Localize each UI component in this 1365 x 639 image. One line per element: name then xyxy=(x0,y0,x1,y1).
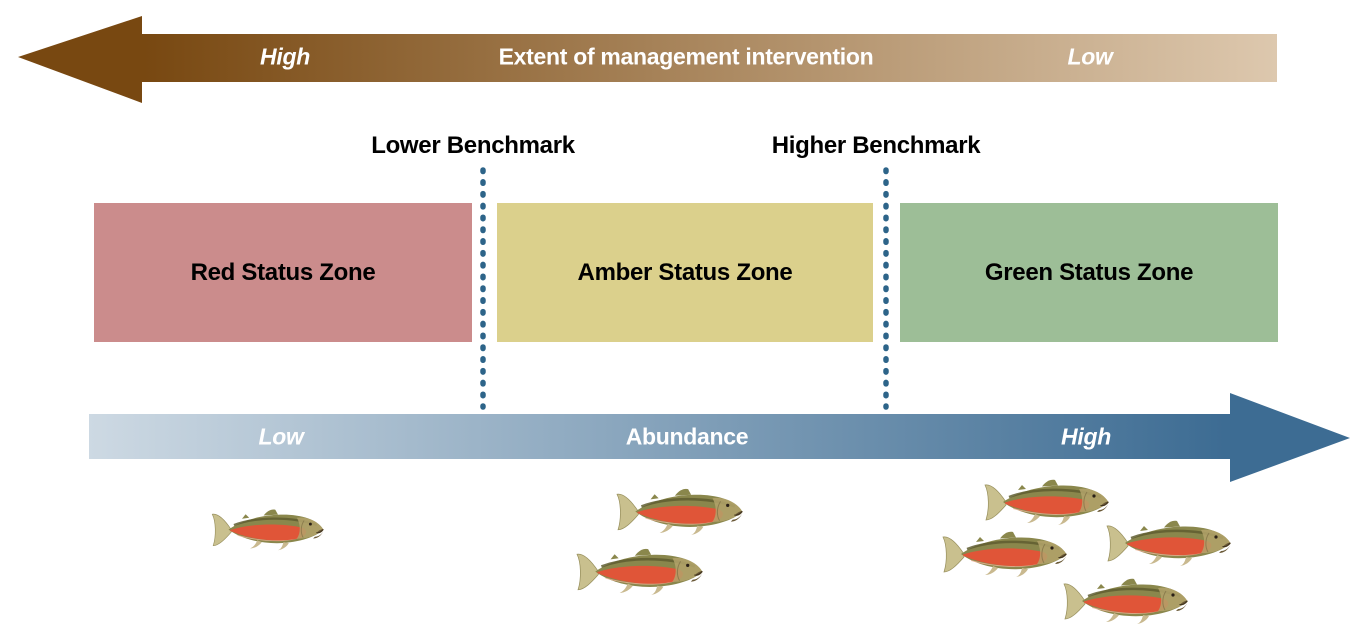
left-arrow-shape xyxy=(18,16,1277,103)
amber-status-zone-label: Amber Status Zone xyxy=(577,258,793,286)
salmon-fish-icon xyxy=(1062,576,1192,626)
higher-benchmark-label: Higher Benchmark xyxy=(771,132,981,159)
higher-benchmark-dotted-line xyxy=(883,167,889,410)
bottom-arrow-title: Abundance xyxy=(625,423,749,450)
bottom-arrow-low-label: Low xyxy=(258,423,304,450)
right-arrow-shape xyxy=(89,393,1350,482)
lower-benchmark-dotted-line xyxy=(480,167,486,410)
salmon-fish-icon xyxy=(983,477,1113,527)
abundance-arrow xyxy=(89,393,1350,482)
salmon-fish-icon xyxy=(1105,518,1235,568)
salmon-fish-icon xyxy=(615,486,747,537)
green-status-zone-label: Green Status Zone xyxy=(984,258,1194,286)
top-arrow-high-label: High xyxy=(260,43,310,70)
top-arrow-low-label: Low xyxy=(1067,43,1113,70)
green-status-zone-box: Green Status Zone xyxy=(900,203,1278,342)
red-status-zone-label: Red Status Zone xyxy=(190,258,376,286)
salmon-fish-icon xyxy=(575,546,707,597)
top-arrow-title: Extent of management intervention xyxy=(498,43,874,70)
lower-benchmark-label: Lower Benchmark xyxy=(371,132,575,159)
red-status-zone-box: Red Status Zone xyxy=(94,203,472,342)
management-intervention-arrow xyxy=(18,16,1277,103)
salmon-fish-icon xyxy=(210,507,328,552)
bottom-arrow-high-label: High xyxy=(1061,423,1111,450)
amber-status-zone-box: Amber Status Zone xyxy=(497,203,873,342)
salmon-fish-icon xyxy=(941,529,1071,579)
